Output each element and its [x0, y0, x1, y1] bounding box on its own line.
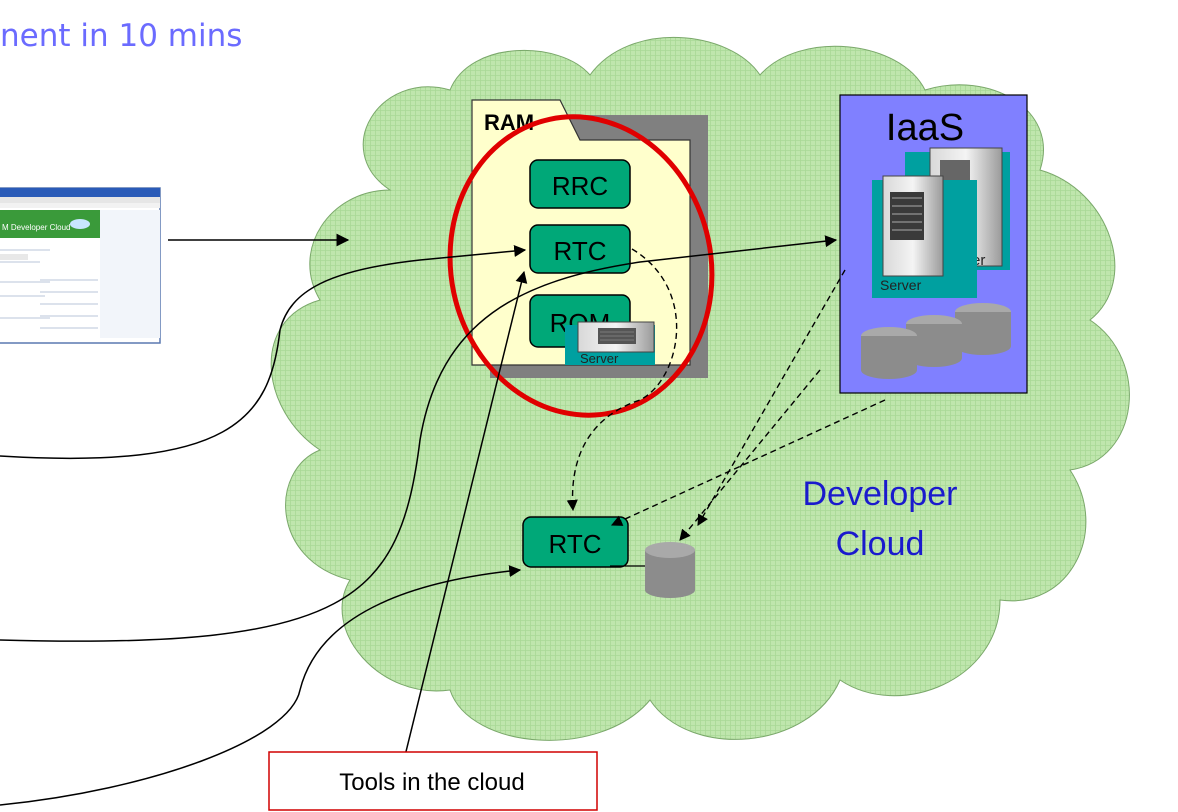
tools-callout: Tools in the cloud [268, 751, 598, 811]
rtc-box: RTC [529, 224, 631, 274]
developer-cloud-label-line2: Cloud [836, 525, 925, 563]
slide-title: nent in 10 mins [0, 18, 243, 54]
rack-server-icon: Server [565, 321, 655, 366]
rtc-bottom-box: RTC [522, 516, 629, 568]
server-label: Server [580, 351, 619, 366]
storage-cylinders-icon [861, 303, 1011, 379]
dashed-connectors [566, 248, 886, 541]
incoming-connectors [0, 235, 838, 806]
rtc-label: RTC [554, 236, 607, 266]
svg-text:M Developer Cloud: M Developer Cloud [2, 223, 70, 232]
tools-callout-text: Tools in the cloud [339, 769, 524, 796]
iaas-server-label: Server [880, 277, 922, 293]
iaas-server-icon: Server [872, 175, 977, 298]
iaas-label: IaaS [886, 107, 964, 149]
database-icon [645, 542, 695, 598]
rrc-label: RRC [552, 171, 608, 201]
web-browser-thumbnail: M Developer Cloud [0, 187, 161, 344]
rtc-bottom-label: RTC [549, 529, 602, 559]
rrc-box: RRC [529, 159, 631, 209]
ram-label: RAM [484, 110, 534, 135]
developer-cloud-label-line1: Developer [803, 475, 958, 513]
